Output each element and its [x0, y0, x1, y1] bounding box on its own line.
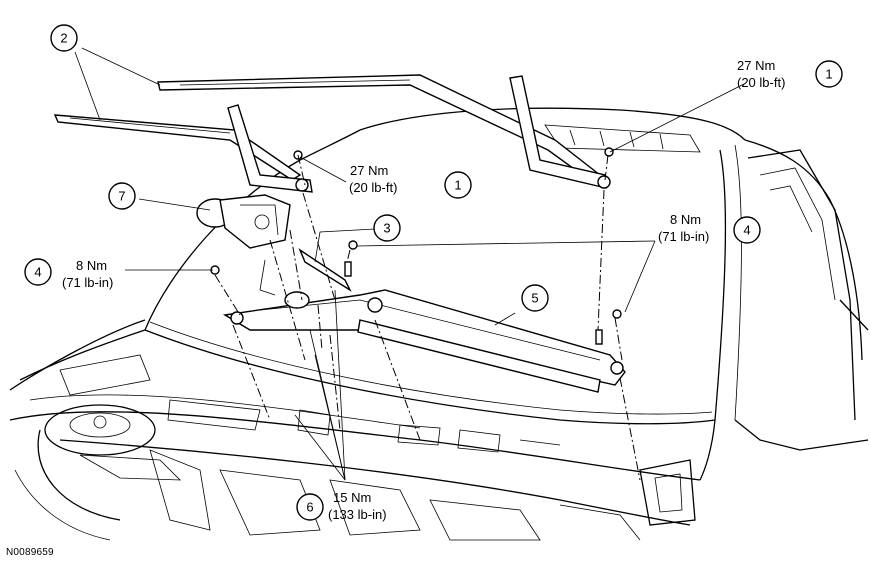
callout-2: 2 [50, 24, 78, 52]
torque-imperial: (71 lb-in) [658, 229, 709, 244]
torque-nm: 8 Nm [76, 258, 107, 273]
callout-5-number: 5 [531, 291, 538, 306]
callout-7: 7 [108, 182, 136, 210]
callout-1-top-right: 27 Nm (20 lb-ft) 1 [737, 58, 843, 90]
figure-reference-id: N0089659 [6, 547, 54, 558]
vehicle-body-illustration [9, 107, 869, 541]
callout-5: 5 [521, 284, 549, 312]
nut-right [604, 147, 614, 157]
callout-3: 3 [373, 214, 401, 242]
torque-nm: 27 Nm [350, 163, 388, 178]
torque-imperial: (133 lb-in) [328, 507, 387, 522]
wiper-blade-left [53, 114, 302, 181]
wiper-linkage-assembly [222, 248, 626, 393]
leader-lines [74, 47, 745, 481]
callout-1-number: 1 [454, 178, 461, 193]
callout-2-number: 2 [60, 31, 67, 46]
callout-1-center: 27 Nm (20 lb-ft) 1 [349, 163, 472, 199]
callout-7-number: 7 [118, 189, 125, 204]
callout-6-number: 6 [306, 500, 313, 515]
wiper-pivot-nut-left [295, 178, 309, 192]
torque-nm: 8 Nm [670, 212, 701, 227]
wiper-arm-right [509, 75, 607, 189]
callout-4-left: 4 8 Nm (71 lb-in) [24, 258, 113, 290]
torque-nm: 15 Nm [333, 490, 371, 505]
wiper-motor [196, 194, 291, 249]
bolts [210, 240, 622, 345]
torque-imperial: (20 lb-ft) [349, 180, 397, 195]
torque-imperial: (20 lb-ft) [737, 75, 785, 90]
callout-4-number: 4 [34, 265, 41, 280]
alignment-lines [214, 154, 641, 481]
callout-6: 6 15 Nm (133 lb-in) [296, 490, 387, 522]
torque-imperial: (71 lb-in) [62, 275, 113, 290]
torque-nm: 27 Nm [737, 58, 775, 73]
callout-4-right: 8 Nm (71 lb-in) 4 [658, 212, 761, 244]
wiper-pivot-nut-right [597, 175, 611, 189]
callout-3-number: 3 [383, 221, 390, 236]
wiper-arm-left [227, 104, 313, 193]
callout-4-number: 4 [743, 223, 750, 238]
callout-1-number: 1 [825, 67, 832, 82]
